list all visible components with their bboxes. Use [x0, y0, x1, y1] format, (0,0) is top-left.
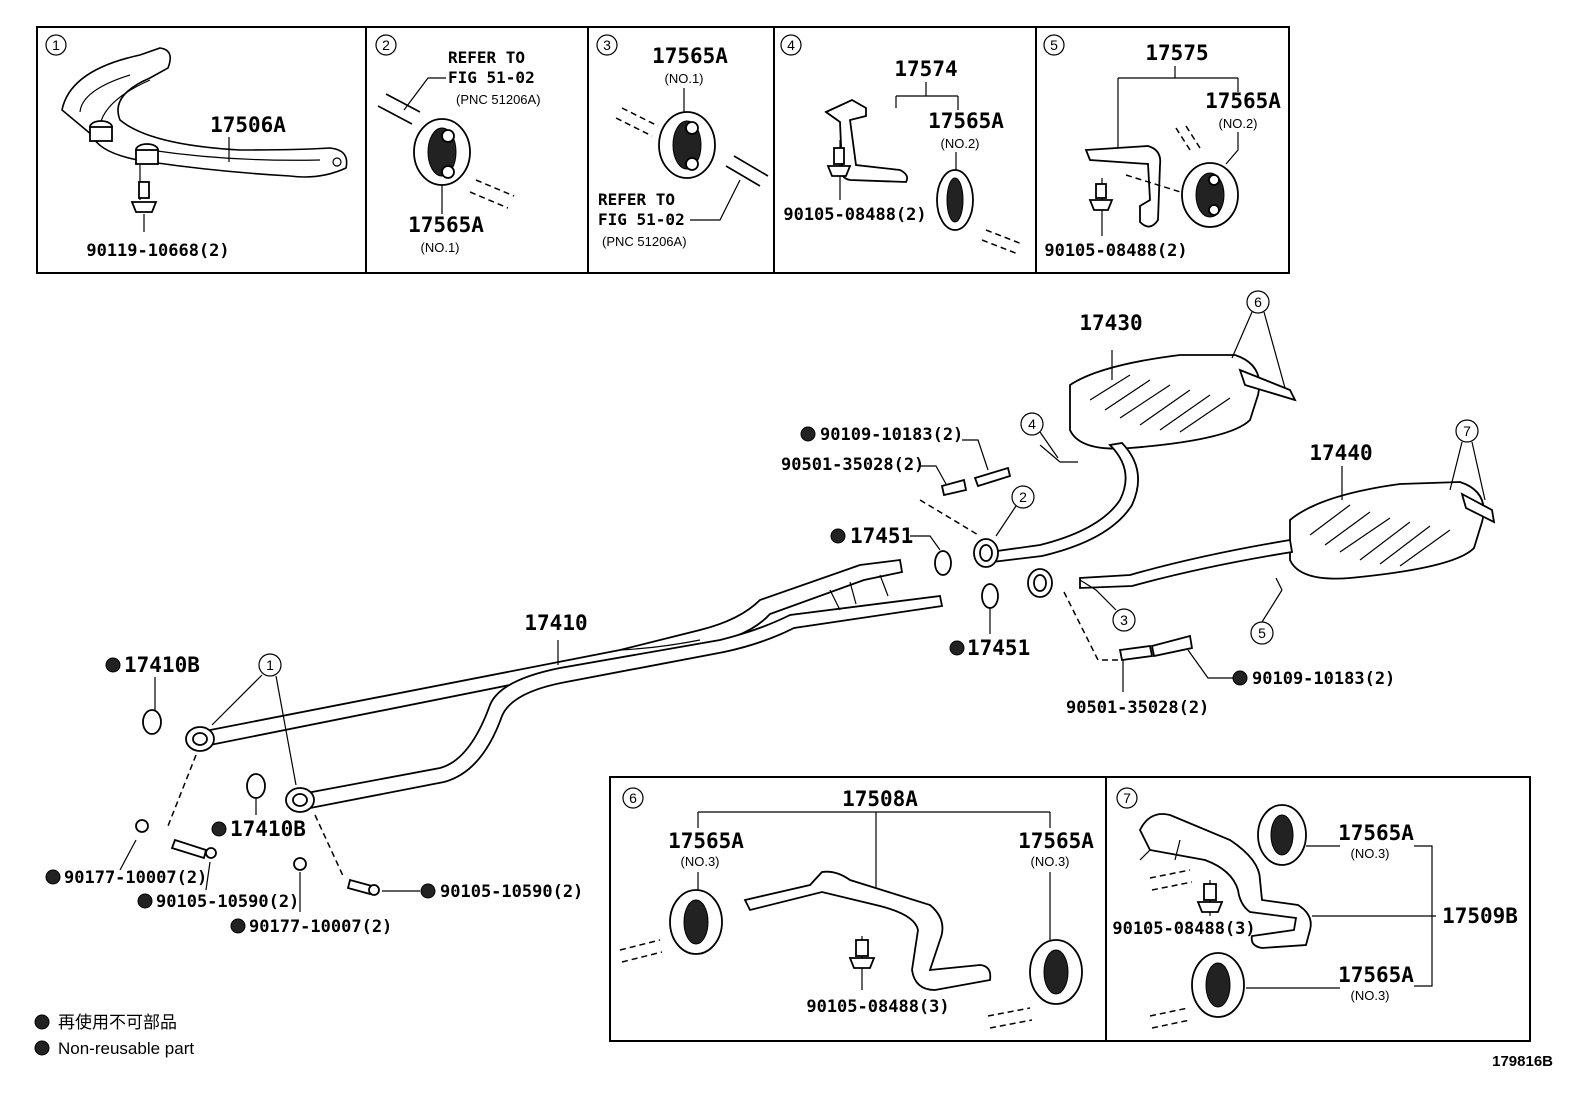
- inset-5-bracket: 5 17575 17565A (NO.2) 90105-08488(2): [1043, 34, 1281, 261]
- inset-2-sub-label: (NO.1): [421, 240, 460, 255]
- inset-4-part-label: 17574: [894, 57, 957, 81]
- inset-6-number: 6: [629, 790, 637, 806]
- inset-3-ref-line2: FIG 51-02: [598, 210, 685, 229]
- inset-2-part-label: 17565A: [408, 213, 484, 237]
- pipe-17410: 17410 1: [185, 558, 944, 813]
- inset-6-sub-left-label: (NO.3): [681, 854, 720, 869]
- nut-label-1: 90177-10007(2): [64, 868, 207, 888]
- legend-japanese: 再使用不可部品: [58, 1012, 177, 1032]
- illustration-code: 179816B: [1492, 1053, 1553, 1070]
- center-flanges: 2 3 17451 17451 90109-10183(2) 90501-350…: [781, 425, 1395, 718]
- inset-6-sub-right-label: (NO.3): [1031, 854, 1070, 869]
- inset-3-number: 3: [603, 37, 611, 53]
- inset-5-sub-label: (NO.2): [1219, 116, 1258, 131]
- inset-5-bolt-label: 90105-08488(2): [1044, 241, 1187, 261]
- inset-4-bracket: 4 17574 17565A (NO.2) 90105-08488(2): [780, 34, 1023, 255]
- gasket-label-17410B-upper: 17410B: [124, 653, 200, 677]
- inset-2-ref-line2: FIG 51-02: [448, 68, 535, 87]
- inset-7-sub-bottom-label: (NO.3): [1351, 988, 1390, 1003]
- muffler-17440: 17440 7 5: [1079, 419, 1496, 645]
- inset-1-crossmember: 1 17506A 90119-10668(2): [45, 34, 348, 261]
- inset-6-hanger-right-label: 17565A: [1018, 829, 1094, 853]
- inset-3-part-label: 17565A: [652, 44, 728, 68]
- callout-4: 4: [1028, 416, 1036, 432]
- inset-5-number: 5: [1050, 37, 1058, 53]
- inset-7-part-label: 17509B: [1442, 904, 1518, 928]
- callout-6: 6: [1254, 294, 1262, 310]
- inset-7-sub-top-label: (NO.3): [1351, 846, 1390, 861]
- inset-2-hanger-no1: 2 REFER TO FIG 51-02 (PNC 51206A) 17565A…: [375, 34, 541, 255]
- inset-strip-top: [36, 26, 1290, 274]
- inset-1-part-label: 17506A: [210, 113, 286, 137]
- inset-2-number: 2: [382, 37, 390, 53]
- part-label-17440: 17440: [1309, 441, 1372, 465]
- part-label-17451-lower: 17451: [967, 636, 1030, 660]
- part-label-17430: 17430: [1079, 311, 1142, 335]
- inset-4-hanger-label: 17565A: [928, 109, 1004, 133]
- spring-label-lower: 90501-35028(2): [1066, 698, 1209, 718]
- main-exhaust-drawing: 17430 6 4 17440 7 5: [45, 290, 1496, 937]
- spring-label-upper: 90501-35028(2): [781, 455, 924, 475]
- inset-1-number: 1: [52, 37, 60, 53]
- callout-7: 7: [1463, 423, 1471, 439]
- inset-5-part-label: 17575: [1145, 41, 1208, 65]
- inset-strip-bottom: [609, 776, 1531, 1042]
- callout-1: 1: [266, 657, 274, 673]
- inset-7-hanger-bottom-label: 17565A: [1338, 963, 1414, 987]
- legend: 再使用不可部品 Non-reusable part: [34, 1012, 194, 1058]
- inset-3-hanger-no1: 3 17565A (NO.1) REFER TO FIG 51-02 (PNC …: [596, 34, 769, 249]
- inset-2-ref-line1: REFER TO: [448, 48, 525, 67]
- front-fasteners: 17410B 17410B 90177-10007(2) 90105-10590…: [45, 653, 583, 937]
- callout-3: 3: [1120, 612, 1128, 628]
- inset-7-hanger-top-label: 17565A: [1338, 821, 1414, 845]
- inset-3-ref-line3: (PNC 51206A): [602, 234, 687, 249]
- part-label-17410: 17410: [524, 611, 587, 635]
- inset-6-hanger-left-label: 17565A: [668, 829, 744, 853]
- inset-6-part-label: 17508A: [842, 787, 918, 811]
- inset-4-bolt-label: 90105-08488(2): [783, 205, 926, 225]
- inset-4-sub-label: (NO.2): [941, 136, 980, 151]
- bolt-label-front-2: 90105-10590(2): [440, 882, 583, 902]
- inset-4-number: 4: [787, 37, 795, 53]
- bolt-label-front-1: 90105-10590(2): [156, 892, 299, 912]
- inset-6-bolt-label: 90105-08488(3): [806, 997, 949, 1017]
- bolt-label-upper: 90109-10183(2): [820, 425, 963, 445]
- muffler-17430: 17430 6 4: [988, 290, 1297, 563]
- inset-3-ref-line1: REFER TO: [598, 190, 675, 209]
- callout-2: 2: [1019, 489, 1027, 505]
- inset-7-bolt-label: 90105-08488(3): [1112, 919, 1255, 939]
- legend-english: Non-reusable part: [58, 1039, 194, 1058]
- inset-1-bolt-label: 90119-10668(2): [86, 241, 229, 261]
- part-label-17451-upper: 17451: [850, 524, 913, 548]
- gasket-label-17410B-lower: 17410B: [230, 817, 306, 841]
- nut-label-2: 90177-10007(2): [249, 917, 392, 937]
- inset-3-sub-label: (NO.1): [665, 71, 704, 86]
- inset-7-number: 7: [1123, 790, 1131, 806]
- inset-5-hanger-label: 17565A: [1205, 89, 1281, 113]
- inset-2-ref-line3: (PNC 51206A): [456, 92, 541, 107]
- inset-7-bracket: 7 90105-08488(3) 17565A (NO.3) 17509B 17…: [1112, 787, 1518, 1029]
- callout-5: 5: [1258, 625, 1266, 641]
- bolt-label-lower: 90109-10183(2): [1252, 669, 1395, 689]
- inset-6-bracket: 6 17508A 17565A (NO.3) 90105-08488(3) 17…: [619, 787, 1094, 1029]
